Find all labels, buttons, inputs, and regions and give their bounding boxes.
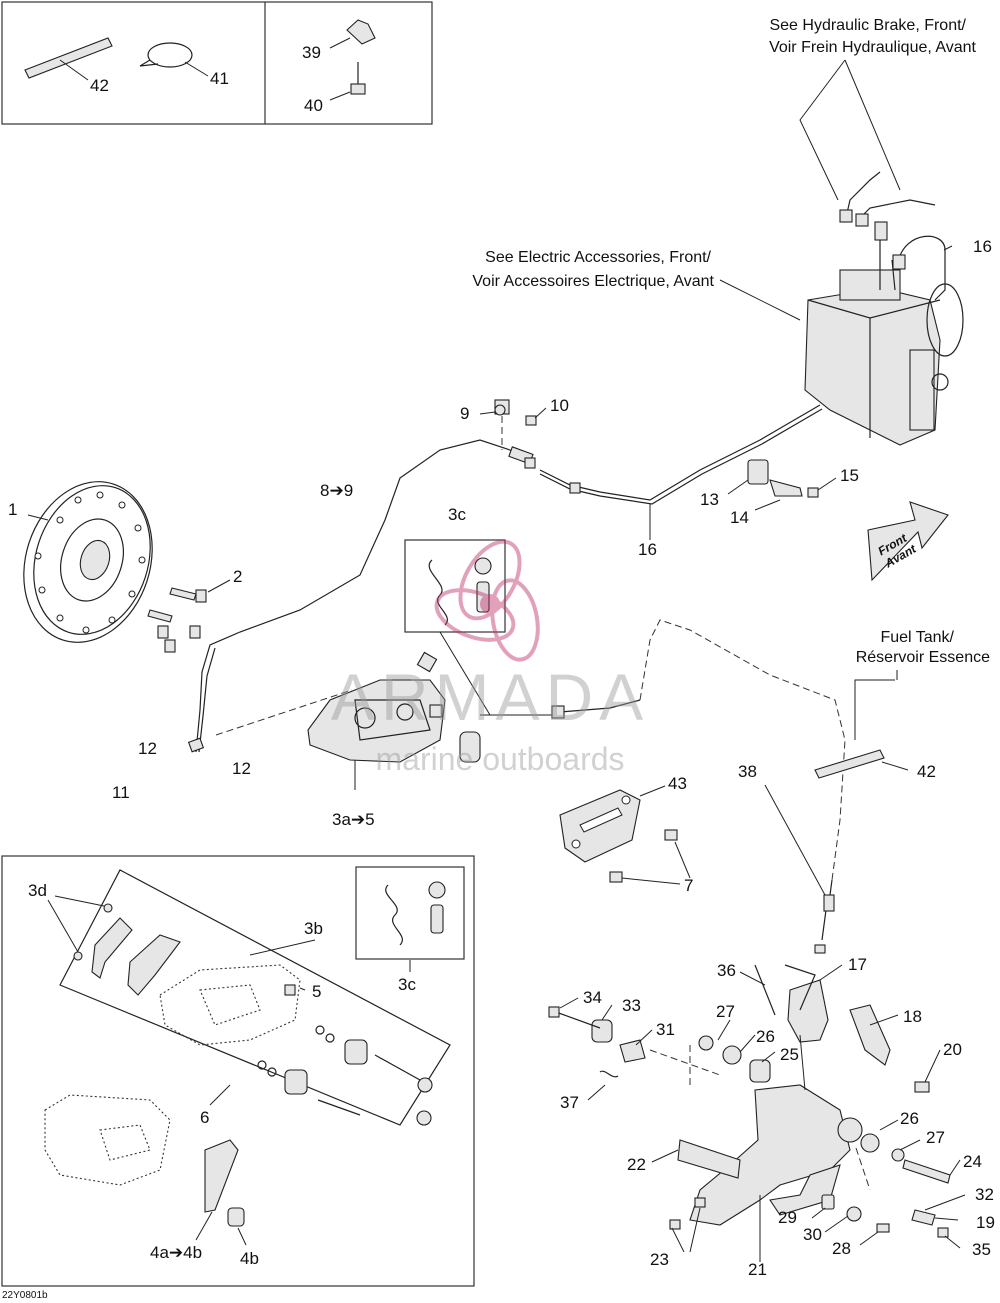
callout-22: 22	[627, 1155, 646, 1174]
callout-3c-top: 3c	[448, 505, 466, 524]
callout-2: 2	[233, 567, 242, 586]
callout-27a: 27	[716, 1002, 735, 1021]
callout-32: 32	[975, 1185, 994, 1204]
callout-26a: 26	[756, 1027, 775, 1046]
callout-17: 17	[848, 955, 867, 974]
watermark-tagline: marine outboards	[375, 741, 624, 777]
callout-3b: 3b	[304, 919, 323, 938]
callout-18: 18	[903, 1007, 922, 1026]
hydraulic-note-leaders	[719, 59, 901, 321]
callout-4b: 4b	[240, 1249, 259, 1268]
callout-1: 1	[8, 500, 17, 519]
callout-36: 36	[717, 961, 736, 980]
caliper-rebuild-box	[1, 855, 475, 1287]
callout-7: 7	[684, 876, 693, 895]
caliper-bracket	[559, 785, 691, 885]
callout-3c-inset: 3c	[398, 975, 416, 994]
callout-20: 20	[943, 1040, 962, 1059]
callout-34: 34	[583, 988, 602, 1007]
callout-12a: 12	[138, 739, 157, 758]
brake-line-16	[539, 404, 823, 540]
callout-21: 21	[748, 1260, 767, 1279]
callout-42a: 42	[90, 76, 109, 95]
callout-38: 38	[738, 762, 757, 781]
caliper-assembly	[307, 631, 560, 790]
callout-12b: 12	[232, 759, 251, 778]
callout-40: 40	[304, 96, 323, 115]
callout-39: 39	[302, 43, 321, 62]
abs-hydraulic-unit	[804, 171, 964, 446]
callout-25: 25	[780, 1045, 799, 1064]
brake-line	[187, 439, 536, 753]
caliper-hardware-box-top	[404, 539, 506, 633]
callout-23: 23	[650, 1250, 669, 1269]
accessory-inset-box	[1, 1, 433, 125]
callout-35: 35	[972, 1240, 991, 1259]
callout-13: 13	[700, 490, 719, 509]
callout-19: 19	[976, 1213, 995, 1232]
callout-41: 41	[210, 69, 229, 88]
front-direction-arrow	[867, 501, 949, 582]
fuel-tank-strap	[814, 670, 909, 779]
callout-5: 5	[312, 982, 321, 1001]
callout-30: 30	[803, 1225, 822, 1244]
callout-14: 14	[730, 508, 749, 527]
callout-3a-5: 3a➔5	[332, 810, 375, 829]
callout-4a-4b: 4a➔4b	[150, 1243, 202, 1262]
callout-42b: 42	[917, 762, 936, 781]
callout-27b: 27	[926, 1128, 945, 1147]
callout-8-9: 8➔9	[320, 481, 353, 500]
brake-pedal-assembly	[548, 964, 966, 1262]
callout-15: 15	[840, 466, 859, 485]
callout-labels: 1 2 3a➔5 3b 3c 3c 3d 4a➔4b 4b 5 6 7 8➔9 …	[8, 43, 995, 1279]
electric-accessories-note-line2: Voir Accessoires Electrique, Avant	[472, 273, 714, 290]
watermark-brand: ARMADA	[331, 660, 649, 734]
callout-3d: 3d	[28, 881, 47, 900]
callout-29: 29	[778, 1208, 797, 1227]
callout-11: 11	[112, 783, 130, 802]
callout-33: 33	[622, 996, 641, 1015]
brake-cable	[215, 619, 846, 954]
callout-28: 28	[832, 1239, 851, 1258]
callout-43: 43	[668, 774, 687, 793]
hydraulic-brake-note-line1: See Hydraulic Brake, Front/	[769, 17, 966, 34]
electric-accessories-note-line1: See Electric Accessories, Front/	[485, 249, 711, 266]
callout-10: 10	[550, 396, 569, 415]
fitting-9-10	[479, 399, 547, 450]
callout-24: 24	[963, 1152, 982, 1171]
callout-37: 37	[560, 1093, 579, 1112]
callout-16a: 16	[973, 237, 992, 256]
callout-6: 6	[200, 1108, 209, 1127]
watermark: ARMADA marine outboards	[331, 539, 649, 777]
callout-26b: 26	[900, 1109, 919, 1128]
callout-16b: 16	[638, 540, 657, 559]
disc-bolts	[147, 579, 231, 653]
callout-9: 9	[460, 404, 469, 423]
hydraulic-brake-note-line2: Voir Frein Hydraulique, Avant	[769, 39, 976, 56]
figure-code: 22Y0801b	[2, 1290, 48, 1301]
callout-31: 31	[656, 1020, 675, 1039]
fuel-tank-note-line1: Fuel Tank/	[880, 629, 954, 646]
fuel-tank-note-line2: Réservoir Essence	[856, 649, 990, 666]
line-clamp	[727, 459, 837, 511]
brake-disc	[23, 481, 153, 643]
